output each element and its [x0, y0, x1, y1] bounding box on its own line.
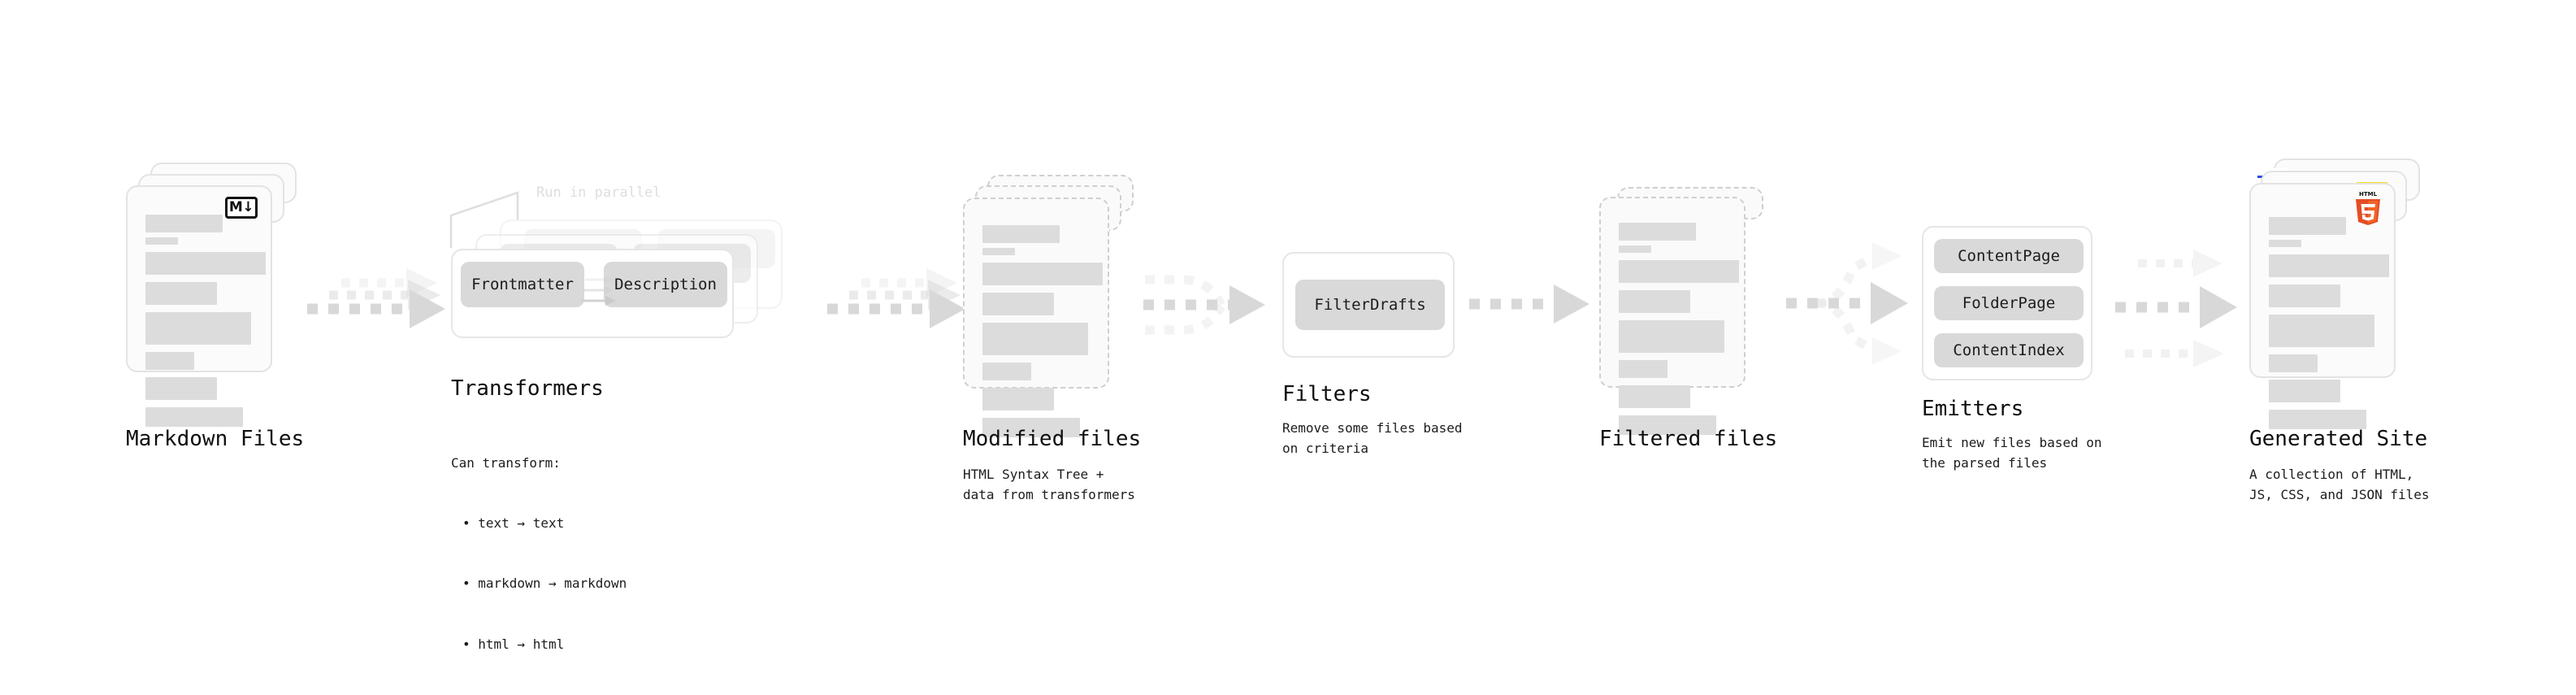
chip-frontmatter[interactable]: Frontmatter	[461, 262, 584, 307]
modified-card-stack	[963, 175, 1142, 437]
content-bar	[982, 225, 1060, 243]
stage-desc-generated-site: A collection of HTML, JS, CSS, and JSON …	[2249, 467, 2430, 502]
stage-modified-files	[963, 175, 1142, 437]
transformers-group-front: Frontmatter Description	[451, 249, 734, 338]
chip-folderpage[interactable]: FolderPage	[1934, 286, 2084, 320]
transform-bullet: • markdown → markdown	[462, 576, 627, 592]
stage-title-markdown-files: Markdown Files	[126, 427, 305, 451]
stage-title-filters: Filters	[1282, 382, 1372, 406]
content-bar	[982, 418, 1080, 437]
content-bar	[145, 237, 178, 245]
modified-card-front	[963, 198, 1109, 437]
connector-modified-to-filters	[1143, 275, 1265, 335]
content-bar	[1619, 245, 1651, 253]
stage-desc-transformers: Can transform: • text → text • markdown …	[451, 413, 627, 695]
markdown-card-front: M↓	[126, 185, 272, 427]
content-bar	[2269, 254, 2389, 277]
content-bar	[982, 388, 1054, 410]
stage-filtered-files	[1599, 187, 1778, 435]
content-bar	[1619, 260, 1739, 283]
content-bar	[1619, 320, 1724, 353]
stage-title-generated-site: Generated Site	[2249, 427, 2428, 451]
card-content-bars	[1619, 223, 1739, 435]
stage-desc-filters: Remove some files based on criteria	[1282, 420, 1463, 456]
content-bar	[145, 282, 217, 305]
filtered-card-stack	[1599, 187, 1778, 435]
content-bar	[982, 363, 1031, 380]
chip-contentindex[interactable]: ContentIndex	[1934, 333, 2084, 367]
connector-markdown-to-transformers	[307, 268, 445, 328]
pipeline-diagram: M↓ M↓ M↓ Markdown Files	[126, 159, 2430, 652]
content-bar	[982, 323, 1088, 355]
emitters-group: ContentPage FolderPage ContentIndex	[1922, 226, 2092, 380]
content-bar	[145, 252, 266, 275]
chip-contentpage[interactable]: ContentPage	[1934, 239, 2084, 273]
parallel-annotation: Run in parallel	[536, 185, 661, 201]
content-bar	[1619, 290, 1690, 313]
content-bar	[2269, 315, 2374, 347]
markdown-icon: M↓	[225, 197, 258, 219]
content-bar	[2269, 217, 2346, 235]
site-card-front: HTML	[2249, 183, 2396, 429]
filtered-card-front	[1599, 197, 1746, 435]
content-bar	[145, 407, 243, 427]
content-bar	[982, 293, 1054, 315]
transform-bullet: • html → html	[462, 636, 565, 652]
stage-desc-emitters: Emit new files based on the parsed files	[1922, 435, 2102, 471]
stage-title-modified-files: Modified files	[963, 427, 1142, 451]
card-content-bars	[2269, 217, 2389, 429]
content-bar	[2269, 380, 2340, 402]
content-bar	[2269, 354, 2318, 372]
content-bar	[2269, 285, 2340, 307]
content-bar	[1619, 415, 1716, 435]
card-content-bars	[145, 215, 266, 427]
stage-generated-site: CSS HTML	[2249, 159, 2428, 429]
content-bar	[2269, 240, 2301, 247]
content-bar	[1619, 385, 1690, 408]
transform-bullet: • text → text	[462, 515, 565, 531]
card-content-bars	[982, 225, 1103, 437]
content-bar	[2269, 410, 2366, 429]
content-bar	[1619, 360, 1667, 378]
content-bar	[145, 312, 251, 345]
chip-description[interactable]: Description	[604, 262, 727, 307]
connector-emitters-to-site	[2115, 250, 2237, 367]
markdown-card-stack: M↓ M↓ M↓	[126, 163, 297, 427]
content-bar	[145, 377, 217, 400]
svg-text:HTML: HTML	[2359, 191, 2378, 198]
html5-icon: HTML	[2352, 189, 2384, 227]
stage-title-filtered-files: Filtered files	[1599, 427, 1778, 451]
content-bar	[982, 248, 1015, 255]
chip-filterdrafts[interactable]: FilterDrafts	[1295, 280, 1445, 330]
content-bar	[1619, 223, 1696, 241]
connector-filtered-to-emitters	[1786, 242, 1908, 365]
content-bar	[145, 352, 194, 370]
connector-filters-to-filtered	[1469, 285, 1589, 324]
connector-transformers-to-modified	[827, 268, 965, 328]
transform-intro: Can transform:	[451, 454, 561, 471]
stage-desc-modified-files: HTML Syntax Tree + data from transformer…	[963, 467, 1135, 502]
site-card-stack: CSS HTML	[2249, 159, 2428, 429]
filters-group: FilterDrafts	[1282, 252, 1455, 358]
stage-title-emitters: Emitters	[1922, 397, 2024, 421]
stage-markdown-files: M↓ M↓ M↓	[126, 163, 297, 427]
content-bar	[145, 215, 223, 232]
stage-title-transformers: Transformers	[451, 376, 604, 401]
content-bar	[982, 263, 1103, 285]
